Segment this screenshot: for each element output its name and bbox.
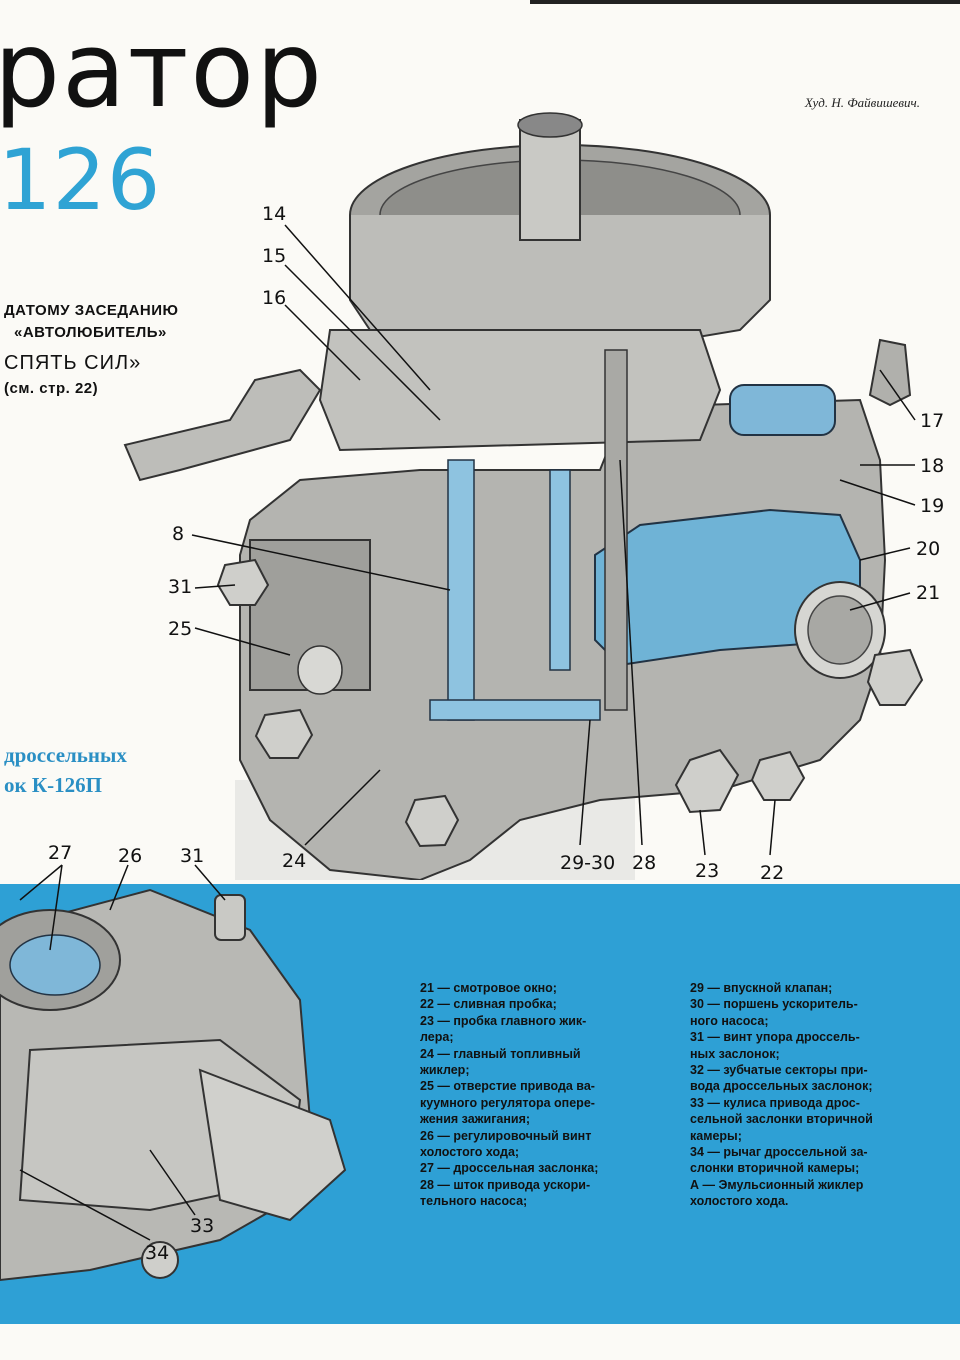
dedication-block: ДАТОМУ ЗАСЕДАНИЮ «АВТОЛЮБИТЕЛЬ» СПЯТЬ СИ… xyxy=(4,300,179,400)
side-caption-line-2: ок К-126П xyxy=(4,773,102,797)
legend-line: вода дроссельных заслонок; xyxy=(690,1079,873,1094)
callout-28: 28 xyxy=(632,852,657,874)
legend-line: жиклер; xyxy=(420,1063,470,1078)
legend-line: 30 — поршень ускоритель- xyxy=(690,997,858,1012)
side-caption-line-1: дроссельных xyxy=(4,743,127,767)
legend-column-right: 29 — впускной клапан; 30 — поршень ускори… xyxy=(690,980,873,1210)
dedication-line-1: ДАТОМУ ЗАСЕДАНИЮ xyxy=(4,302,179,319)
legend-line: 28 — шток привода ускори- xyxy=(420,1177,591,1192)
legend-line: 23 — пробка главного жик- xyxy=(420,1013,587,1028)
legend-line: 22 — сливная пробка; xyxy=(420,997,557,1012)
legend-line: 26 — регулировочный винт xyxy=(420,1128,592,1143)
callout-8: 8 xyxy=(172,523,185,545)
legend-line: 21 — смотровое окно; xyxy=(420,981,557,995)
legend-line: слонки вторичной камеры; xyxy=(690,1161,860,1176)
carburetor-cutaway-illustration xyxy=(123,112,924,880)
page-bottom-margin xyxy=(0,1324,960,1360)
legend-line: 29 — впускной клапан; xyxy=(690,981,833,995)
legend-line: 27 — дроссельная заслонка; xyxy=(420,1161,599,1176)
legend-line: жения зажигания; xyxy=(420,1112,531,1127)
callout-20: 20 xyxy=(916,538,941,560)
callout-17: 17 xyxy=(920,410,945,432)
legend-column-left: 21 — смотровое окно; 22 — сливная пробка;… xyxy=(420,980,598,1210)
callout-22: 22 xyxy=(760,862,785,884)
legend-line: 24 — главный топливный xyxy=(420,1046,581,1061)
callout-23: 23 xyxy=(695,860,720,882)
callout-21: 21 xyxy=(916,582,941,604)
dedication-line-4: (см. стр. 22) xyxy=(4,380,99,397)
callout-33: 33 xyxy=(190,1215,215,1237)
top-rule xyxy=(530,0,960,4)
legend-line: 34 — рычаг дроссельной за- xyxy=(690,1145,868,1160)
dedication-line-2: «АВТОЛЮБИТЕЛЬ» xyxy=(14,324,167,341)
callout-27: 27 xyxy=(48,842,73,864)
callout-16: 16 xyxy=(262,287,287,309)
callout-25: 25 xyxy=(168,618,193,640)
callout-29-30: 29-30 xyxy=(560,852,616,874)
legend-line: тельного насоса; xyxy=(420,1194,528,1209)
legend-line: 31 — винт упора дроссель- xyxy=(690,1030,860,1045)
callout-14: 14 xyxy=(262,203,287,225)
legend-line: А — Эмульсионный жиклер xyxy=(690,1177,864,1192)
callout-31: 31 xyxy=(168,576,193,598)
callout-19: 19 xyxy=(920,495,945,517)
legend-line: сельной заслонки вторичной xyxy=(690,1112,873,1127)
legend-line: 25 — отверстие привода ва- xyxy=(420,1079,595,1094)
legend-line: ных заслонок; xyxy=(690,1046,780,1061)
callout-34: 34 xyxy=(145,1242,170,1264)
dedication-line-3: СПЯТЬ СИЛ» xyxy=(4,352,142,374)
illustrator-credit: Худ. Н. Файвишевич. xyxy=(804,95,920,110)
parts-legend: 21 — смотровое окно; 22 — сливная пробка;… xyxy=(395,980,935,1280)
legend-line: лера; xyxy=(420,1030,454,1045)
callout-26: 26 xyxy=(118,845,143,867)
legend-line: камеры; xyxy=(690,1128,742,1143)
legend-line: 33 — кулиса привода дрос- xyxy=(690,1095,860,1110)
legend-line: куумного регулятора опере- xyxy=(420,1095,595,1110)
legend-line: ного насоса; xyxy=(690,1013,769,1028)
callout-18: 18 xyxy=(920,455,945,477)
callout-15: 15 xyxy=(262,245,287,267)
legend-line: холостого хода; xyxy=(420,1145,520,1160)
callout-31-lower: 31 xyxy=(180,845,205,867)
legend-line: 32 — зубчатые секторы при- xyxy=(690,1063,868,1078)
legend-line: холостого хода. xyxy=(690,1194,789,1209)
page-title-fragment: ратор xyxy=(0,9,324,131)
model-number: 126 xyxy=(0,131,162,229)
side-caption: дроссельных ок К-126П xyxy=(4,740,127,800)
throttle-assembly-illustration xyxy=(0,864,347,1282)
callout-24: 24 xyxy=(282,850,307,872)
